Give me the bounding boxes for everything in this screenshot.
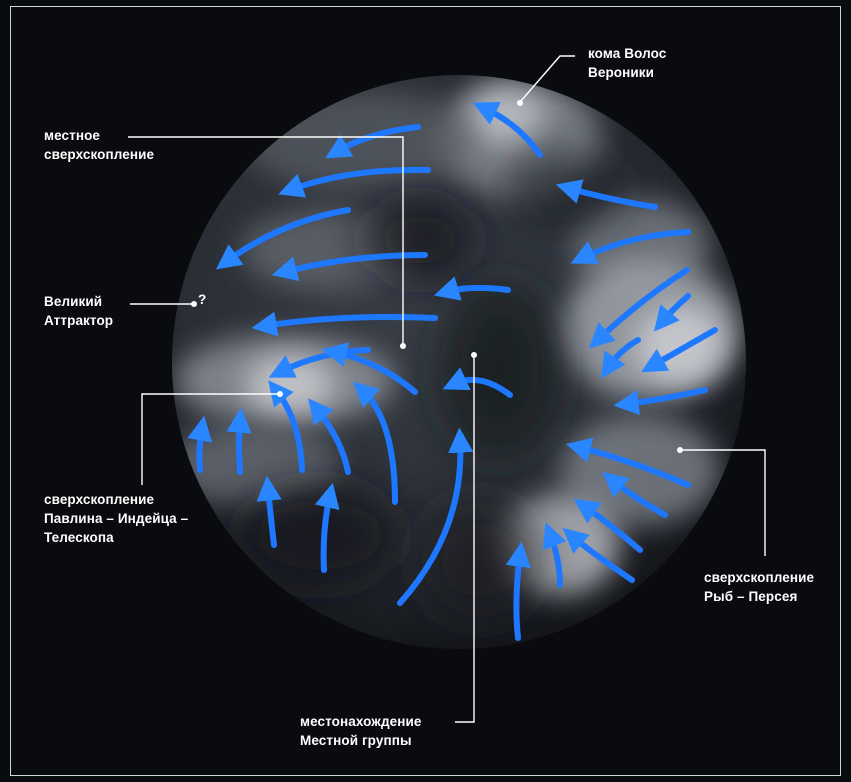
local-supercluster-label: местное сверхскопление	[44, 126, 154, 164]
pavo-indus-label-line2: Павлина – Индейца –	[44, 509, 188, 528]
pavo-indus-label-line3: Телескопа	[44, 528, 188, 547]
pisces-perseus-label-line2: Рыб – Персея	[704, 587, 814, 606]
coma-label: кома Волос Вероники	[588, 44, 666, 82]
coma-label-line1: кома Волос	[588, 44, 666, 63]
great-attractor-question-mark: ?	[198, 290, 206, 309]
local-supercluster-label-line2: сверхскопление	[44, 145, 154, 164]
marker-point-icon	[191, 301, 197, 307]
pavo-indus-label-line1: сверхскопление	[44, 490, 188, 509]
local-supercluster-label-line1: местное	[44, 126, 154, 145]
flow-arrow-icon	[239, 420, 240, 472]
pisces-perseus-label-line1: сверхскопление	[704, 568, 814, 587]
pavo-indus-label: сверхскопление Павлина – Индейца – Телес…	[44, 490, 188, 547]
great-attractor-label-line1: Великий	[44, 292, 113, 311]
local-group-label-line2: Местной группы	[300, 731, 422, 750]
marker-point-icon	[277, 391, 283, 397]
coma-label-line2: Вероники	[588, 63, 666, 82]
pisces-perseus-label: сверхскопление Рыб – Персея	[704, 568, 814, 606]
marker-point-icon	[400, 343, 406, 349]
flow-arrow-icon	[199, 428, 202, 470]
flow-arrow-icon	[516, 554, 520, 638]
great-attractor-label: Великий Аттрактор	[44, 292, 113, 330]
local-group-label: местонахождение Местной группы	[300, 712, 422, 750]
marker-point-icon	[677, 447, 683, 453]
great-attractor-label-line2: Аттрактор	[44, 311, 113, 330]
marker-point-icon	[471, 352, 477, 358]
marker-point-icon	[517, 100, 523, 106]
local-group-label-line1: местонахождение	[300, 712, 422, 731]
